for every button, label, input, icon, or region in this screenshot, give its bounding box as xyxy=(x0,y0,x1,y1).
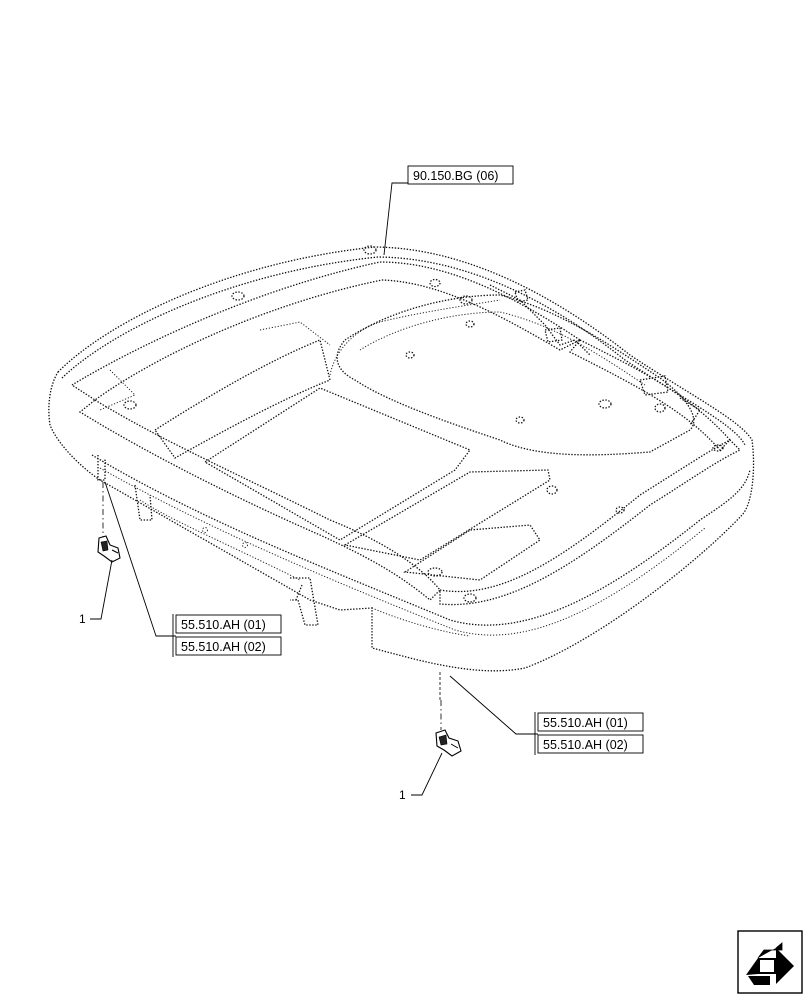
roof-shell xyxy=(48,246,755,672)
reference-box-top[interactable] xyxy=(407,165,514,185)
reference-callout-right: 55.510.AH (01) 55.510.AH (02) xyxy=(449,675,644,755)
reference-label-left-1[interactable]: 55.510.AH (01) xyxy=(181,618,266,632)
reference-box-left-1[interactable] xyxy=(175,614,282,634)
reference-label-right-1[interactable]: 55.510.AH (01) xyxy=(543,716,628,730)
item-callout-left: 1 xyxy=(79,559,113,626)
reference-label-right-2[interactable]: 55.510.AH (02) xyxy=(543,738,628,752)
reference-callout-left: 55.510.AH (01) 55.510.AH (02) xyxy=(104,481,282,657)
fastener-axis-lines xyxy=(102,482,442,730)
reference-callout-top: 90.150.BG (06) xyxy=(383,165,514,256)
reference-label-left-2[interactable]: 55.510.AH (02) xyxy=(181,640,266,654)
reference-box-right-1[interactable] xyxy=(537,712,644,732)
item-callout-right: 1 xyxy=(399,752,443,802)
clip-item-1-right xyxy=(435,729,462,757)
roof-left-hinge-brackets xyxy=(97,455,319,626)
roof-inner-frame xyxy=(70,261,742,606)
roof-wiring-harness xyxy=(489,284,701,426)
reference-box-left-2[interactable] xyxy=(175,636,282,656)
next-page-arrow-icon[interactable] xyxy=(737,930,803,994)
roof-panels xyxy=(99,294,695,581)
reference-label-top[interactable]: 90.150.BG (06) xyxy=(413,169,498,183)
item-number-left: 1 xyxy=(79,612,86,626)
roof-mounting-points xyxy=(123,245,724,603)
item-number-right: 1 xyxy=(399,788,406,802)
clip-item-1-left xyxy=(97,535,121,563)
reference-box-right-2[interactable] xyxy=(537,734,644,754)
